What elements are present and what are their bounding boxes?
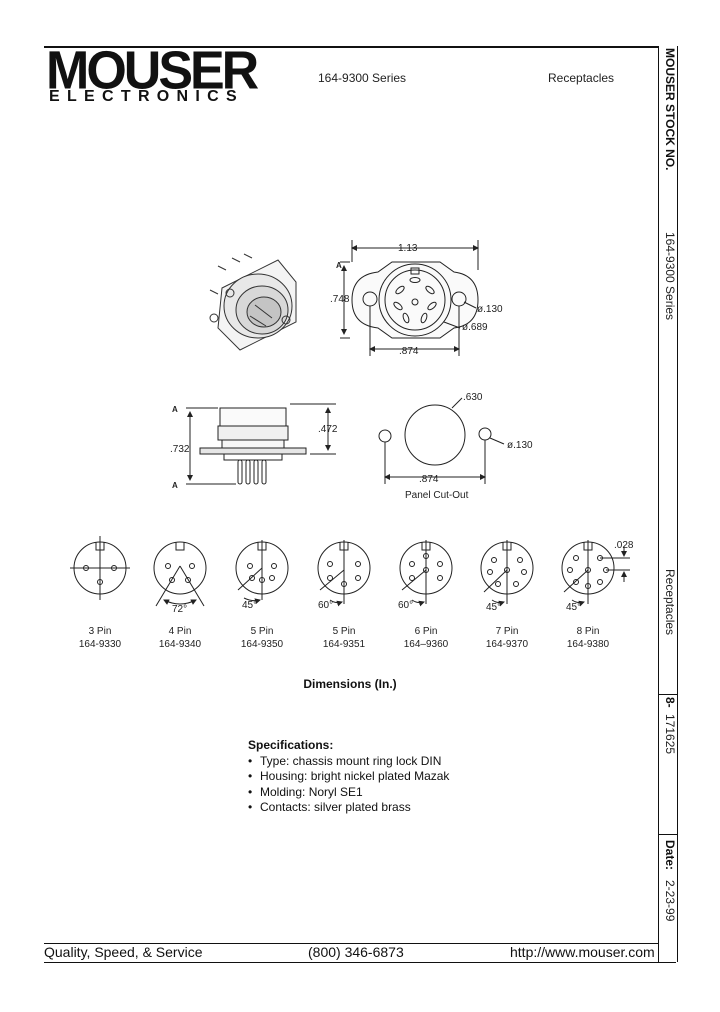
spec-item: Contacts: silver plated brass [248, 800, 449, 816]
brand-logo: MOUSER [46, 40, 259, 101]
spec-item: Housing: bright nickel plated Mazak [248, 769, 449, 785]
dim-height-label: .748 [330, 294, 350, 305]
marker-a: A [172, 481, 178, 490]
cutout-spacing-label: .874 [419, 474, 439, 485]
pin-angle-label: 45° [486, 602, 501, 613]
panel-cutout-view [378, 397, 505, 484]
cutout-caption: Panel Cut-Out [405, 490, 469, 501]
dimensions-title: Dimensions (In.) [303, 677, 397, 691]
pin-part-number: 164–9360 [404, 639, 449, 650]
side-total-label: .732 [170, 444, 190, 455]
cutout-hole-label: ø.130 [507, 440, 533, 451]
sidebar-page-value: 171625 [663, 714, 677, 755]
pin-part-number: 164-9350 [241, 639, 284, 650]
sidebar-stock-value: 164-9300 Series [663, 232, 677, 321]
receptacle-front-view [340, 240, 479, 356]
pin-part-number: 164-9351 [323, 639, 366, 650]
pin-part-number: 164-9340 [159, 639, 202, 650]
marker-a: A [336, 261, 342, 270]
sidebar-stock-label: MOUSER STOCK NO. [663, 48, 677, 171]
dim-bolt-label: .874 [399, 346, 419, 357]
cutout-dia-label: .630 [463, 392, 483, 403]
receptacle-3d-view [209, 253, 297, 351]
marker-a: A [172, 405, 178, 414]
pin-part-number: 164-9380 [567, 639, 610, 650]
sidebar [658, 46, 678, 962]
pin-name: 7 Pin [496, 626, 519, 637]
pin-layout-6 [399, 540, 453, 607]
pin-part-number: 164-9370 [486, 639, 529, 650]
header-rule [44, 46, 658, 48]
dim-hole-label: ø.130 [477, 304, 503, 315]
receptacle-side-view [186, 403, 336, 485]
category-title: Receptacles [548, 71, 615, 85]
pin-angle-label: 45° [242, 600, 257, 611]
pin-name: 8 Pin [577, 626, 600, 637]
footer-rule-bottom [44, 962, 676, 963]
sidebar-page-label: 8- [663, 697, 677, 708]
sidebar-category: Receptacles [663, 569, 677, 636]
pin-name: 5 Pin [251, 626, 274, 637]
pin-name: 5 Pin [333, 626, 356, 637]
series-title: 164-9300 Series [318, 71, 407, 85]
sidebar-divider [659, 694, 677, 695]
pin-angle-label: 45° [566, 602, 581, 613]
footer-phone: (800) 346-6873 [308, 944, 404, 960]
specifications: Specifications: Type: chassis mount ring… [248, 738, 449, 816]
pin-angle-label: 60° [318, 600, 333, 611]
dim-028-label: .028 [614, 540, 634, 551]
sidebar-date-label: Date: [663, 840, 677, 871]
pin-layout-3 [70, 536, 130, 600]
spec-item: Type: chassis mount ring lock DIN [248, 754, 449, 770]
pin-layout-7 [480, 540, 534, 607]
dim-width-label: 1.13 [398, 243, 418, 254]
pin-angle-label: 60° [398, 600, 413, 611]
sidebar-divider [659, 834, 677, 835]
footer-url[interactable]: http://www.mouser.com [510, 944, 655, 960]
pin-name: 6 Pin [415, 626, 438, 637]
pin-name: 4 Pin [169, 626, 192, 637]
footer-rule-top [44, 943, 658, 944]
pin-layout-5-9351 [317, 540, 371, 607]
footer-tagline: Quality, Speed, & Service [44, 944, 203, 960]
pin-part-number: 164-9330 [79, 639, 122, 650]
technical-drawing: 1.13 .748 ø.130 ø.689 .874 A .732 .472 A… [70, 240, 634, 650]
side-top-label: .472 [318, 424, 338, 435]
pin-angle-label: 72° [172, 604, 187, 615]
pin-layout-8 [561, 540, 630, 607]
pin-layout-5-9350 [235, 540, 289, 605]
dim-body-label: ø.689 [462, 322, 488, 333]
pin-layout-4 [153, 541, 207, 607]
sidebar-date-value: 2-23-99 [663, 880, 677, 922]
pin-name: 3 Pin [89, 626, 112, 637]
specifications-title: Specifications: [248, 738, 334, 752]
brand-logo-sub: ELECTRONICS [49, 88, 244, 105]
spec-item: Molding: Noryl SE1 [248, 785, 449, 801]
